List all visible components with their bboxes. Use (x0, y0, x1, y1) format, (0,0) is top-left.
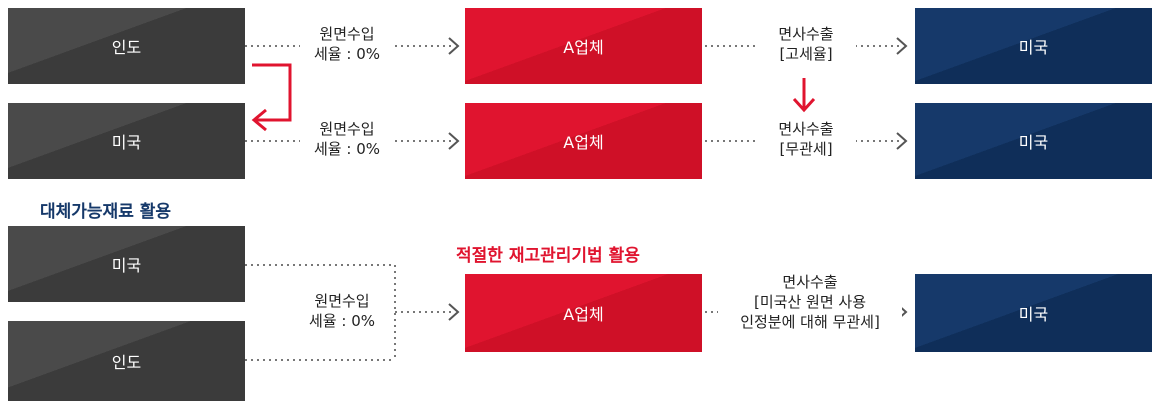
row3-export-label: 면사수출 [미국산 원면 사용 인정분에 대해 무관세] (718, 272, 902, 332)
row1-import-rate: 세율 : 0% (314, 45, 380, 63)
row2-destination-label: 미국 (1018, 133, 1049, 152)
row2-source-label: 미국 (111, 133, 142, 152)
row3-export-title: 면사수출 (782, 273, 838, 291)
row3-source-bottom-box: 인도 (8, 321, 245, 401)
row2-company-label: A업체 (563, 133, 604, 152)
row3-export-note1: [미국산 원면 사용 (754, 293, 866, 311)
row2-destination-box: 미국 (915, 103, 1152, 179)
row1-destination-box: 미국 (915, 8, 1152, 84)
row1-export-label: 면사수출 [고세율] (756, 24, 856, 64)
chevron-right-icon (896, 37, 908, 55)
row2-source-box: 미국 (8, 103, 245, 179)
row1-import-title: 원면수입 (319, 25, 375, 43)
arrow-down-icon (792, 97, 816, 113)
row3-export-note2: 인정분에 대해 무관세] (740, 313, 880, 331)
row2-export-title: 면사수출 (778, 120, 834, 138)
row3-import-title: 원면수입 (314, 292, 370, 310)
row3-company-label: A업체 (563, 305, 604, 324)
arrow-left-icon (251, 108, 267, 132)
row1-export-rate: [고세율] (779, 45, 833, 63)
row2-company-box: A업체 (465, 103, 702, 179)
heading-substitute: 대체가능재료 활용 (40, 202, 172, 222)
row1-source-box: 인도 (8, 8, 245, 84)
row3-source-top-box: 미국 (8, 226, 245, 302)
row2-import-rate: 세율 : 0% (314, 140, 380, 158)
row2-import-label: 원면수입 세율 : 0% (300, 119, 394, 159)
row2-export-label: 면사수출 [무관세] (756, 119, 856, 159)
row1-company-label: A업체 (563, 38, 604, 57)
chevron-right-icon (448, 37, 460, 55)
heading-inventory: 적절한 재고관리기법 활용 (456, 246, 640, 266)
row3-destination-box: 미국 (915, 274, 1152, 352)
row2-import-title: 원면수입 (319, 120, 375, 138)
row1-export-title: 면사수출 (778, 25, 834, 43)
row1-company-box: A업체 (465, 8, 702, 84)
chevron-right-icon (448, 303, 460, 321)
row3-source-bottom-label: 인도 (111, 353, 142, 372)
row1-source-label: 인도 (111, 38, 142, 57)
row1-import-label: 원면수입 세율 : 0% (300, 24, 394, 64)
chevron-right-icon (448, 132, 460, 150)
substitute-arrow (252, 63, 292, 122)
row3-company-box: A업체 (465, 274, 702, 352)
chevron-right-icon (896, 132, 908, 150)
row3-import-rate: 세율 : 0% (309, 312, 375, 330)
row2-export-rate: [무관세] (779, 140, 833, 158)
row3-destination-label: 미국 (1018, 305, 1049, 324)
row3-import-label: 원면수입 세율 : 0% (294, 291, 390, 331)
row3-source-top-label: 미국 (111, 256, 142, 275)
row1-destination-label: 미국 (1018, 38, 1049, 57)
